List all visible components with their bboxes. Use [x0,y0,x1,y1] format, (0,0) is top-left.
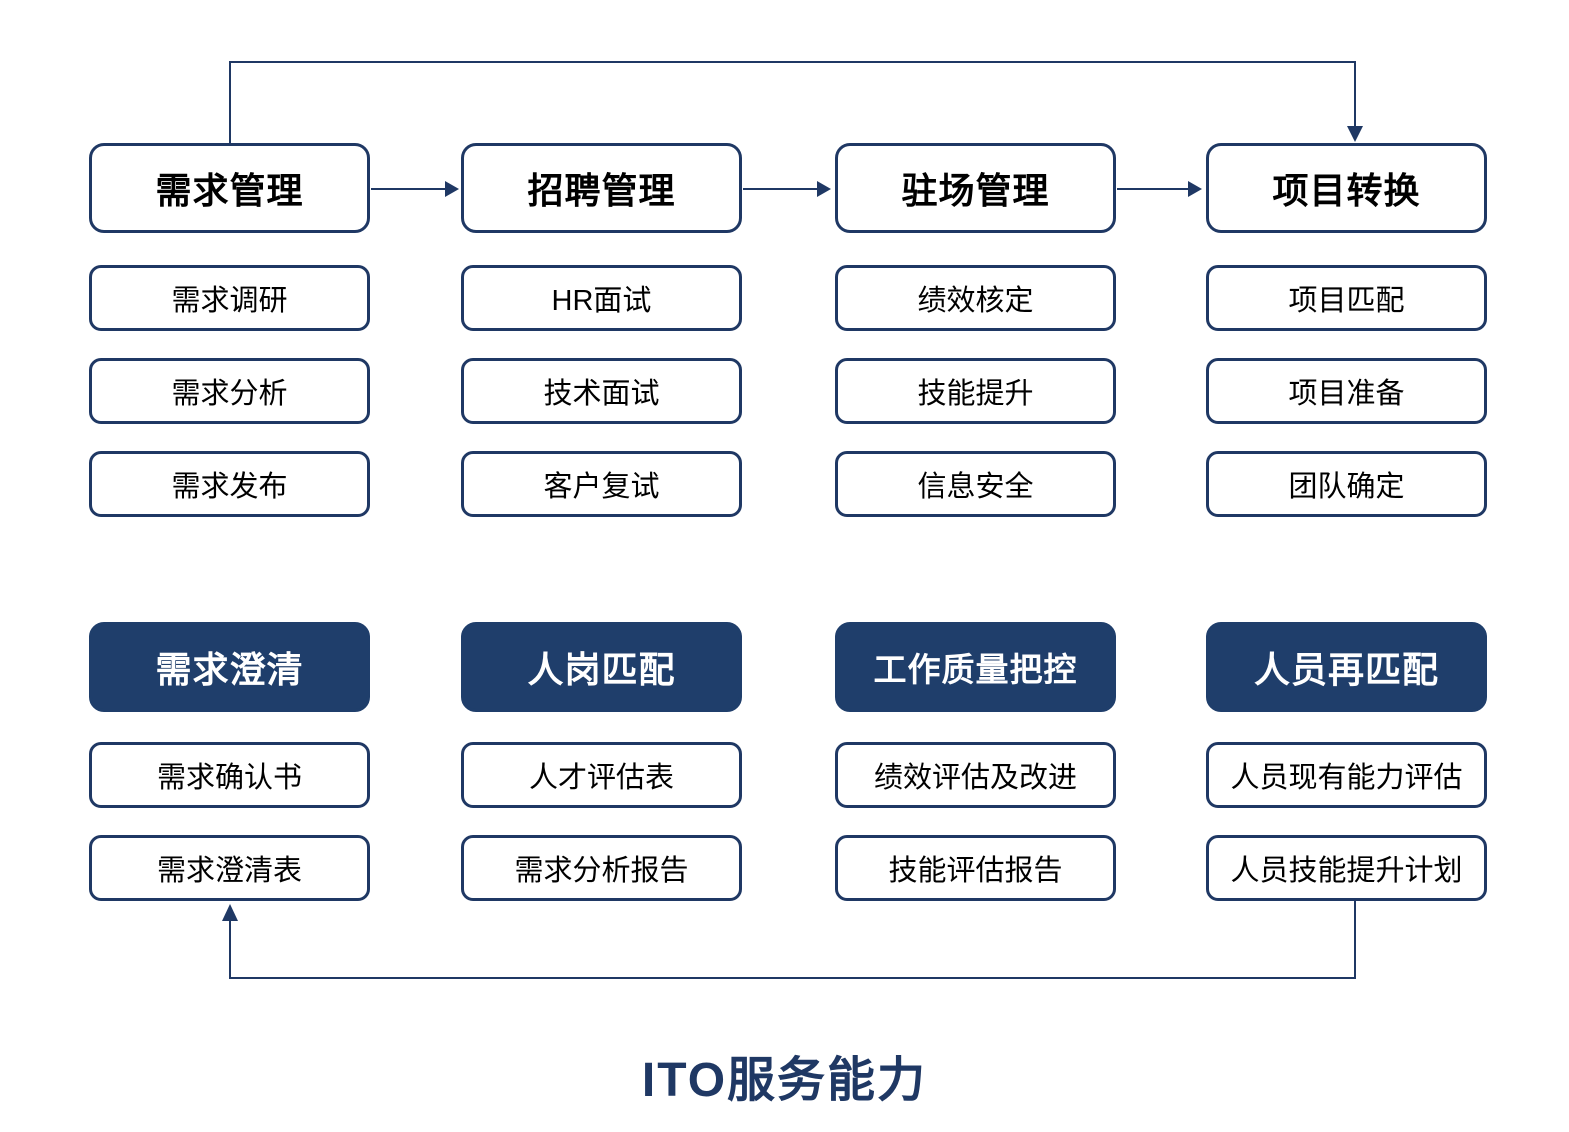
stage-box-recruitment-management: 招聘管理 [461,143,742,233]
substage-box-performance-assessment: 绩效核定 [835,265,1116,331]
deliverable-header-work-quality-control: 工作质量把控 [835,622,1116,712]
deliverable-header-requirement-clarification: 需求澄清 [89,622,370,712]
substage-box-project-matching: 项目匹配 [1206,265,1487,331]
substage-box-technical-interview: 技术面试 [461,358,742,424]
substage-box-project-preparation: 项目准备 [1206,358,1487,424]
deliverable-header-person-post-matching: 人岗匹配 [461,622,742,712]
substage-box-requirement-analysis: 需求分析 [89,358,370,424]
deliverable-box-requirement-clarification-form: 需求澄清表 [89,835,370,901]
stage-box-project-transition: 项目转换 [1206,143,1487,233]
deliverable-box-talent-evaluation-form: 人才评估表 [461,742,742,808]
substage-box-requirement-release: 需求发布 [89,451,370,517]
deliverable-header-personnel-rematching: 人员再匹配 [1206,622,1487,712]
flow-arrow-stage2-stage3 [743,181,831,197]
deliverable-box-performance-evaluation-improvement: 绩效评估及改进 [835,742,1116,808]
stage-box-onsite-management: 驻场管理 [835,143,1116,233]
deliverable-box-skill-improvement-plan: 人员技能提升计划 [1206,835,1487,901]
flow-arrow-stage1-stage2 [371,181,459,197]
substage-box-information-security: 信息安全 [835,451,1116,517]
substage-box-hr-interview: HR面试 [461,265,742,331]
deliverable-box-requirement-confirmation-doc: 需求确认书 [89,742,370,808]
flow-arrow-top-feedback [229,61,1363,143]
substage-box-client-reinterview: 客户复试 [461,451,742,517]
substage-box-requirement-research: 需求调研 [89,265,370,331]
stage-box-requirement-management: 需求管理 [89,143,370,233]
deliverable-box-requirement-analysis-report: 需求分析报告 [461,835,742,901]
deliverable-box-skill-evaluation-report: 技能评估报告 [835,835,1116,901]
flow-arrow-bottom-feedback [222,901,1356,979]
flow-arrow-stage3-stage4 [1117,181,1202,197]
substage-box-skill-improvement: 技能提升 [835,358,1116,424]
diagram-title: ITO服务能力 [641,1054,928,1107]
deliverable-box-current-capability-evaluation: 人员现有能力评估 [1206,742,1487,808]
substage-box-team-confirmation: 团队确定 [1206,451,1487,517]
